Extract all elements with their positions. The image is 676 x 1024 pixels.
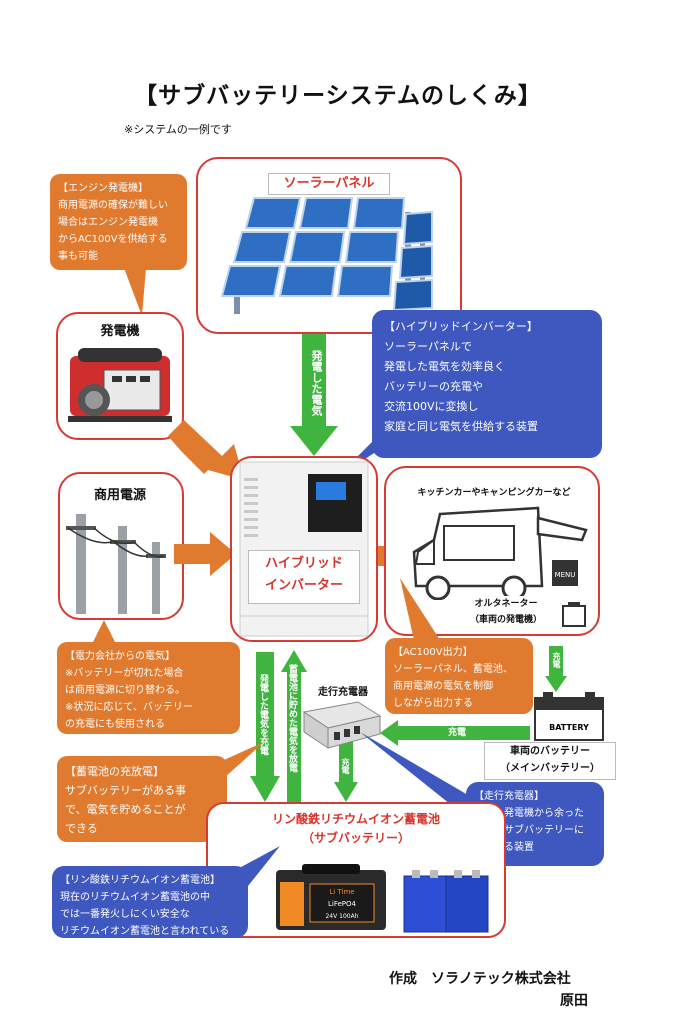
lfp-callout-line: 現在のリチウムイオン蓄電池の中 xyxy=(60,892,210,903)
charger-callout-line: 電気をサブバッテリーに xyxy=(474,825,584,836)
vehicle-label: キッチンカーやキャンピングカーなど xyxy=(417,488,571,498)
charger-callout-pointer xyxy=(360,732,480,820)
grid-to-inverter-arrow xyxy=(174,532,236,576)
storage-callout: 【蓄電池の充放電】 サブバッテリーがある事 で、電気を貯めることが できる xyxy=(57,756,227,842)
car-battery-arrow-label: 充電 xyxy=(448,728,467,738)
inverter-label: ハイブリッド インバーター xyxy=(248,550,360,604)
engine-callout-line: 場合はエンジン発電機 xyxy=(58,217,158,228)
ac-callout-pointer xyxy=(400,578,440,640)
hybrid-callout-line: 家庭と同じ電気を供給する装置 xyxy=(384,420,538,433)
note-text: ※システムの一例です xyxy=(124,123,232,136)
ac-callout-line: 商用電源の電気を制御 xyxy=(393,681,493,692)
alternator-label-line: （車両の発電機） xyxy=(469,615,542,625)
charger-to-battery-arrow xyxy=(334,740,358,802)
product-badge-text: LiFePO4 xyxy=(328,900,357,908)
inverter-to-battery-arrow xyxy=(250,652,280,802)
alternator-to-car-battery-arrow xyxy=(545,646,567,692)
grid-power-callout: 【電力会社からの電気】 ※バッテリーが切れた場合 は商用電源に切り替わる。 ※状… xyxy=(57,642,240,734)
menu-sign-text: MENU xyxy=(555,571,576,579)
lfp-cell-illustration xyxy=(403,870,489,933)
alternator-label-line: オルタネーター xyxy=(474,599,538,609)
ac-callout-heading: 【AC100V出力】 xyxy=(393,647,473,658)
lfp-callout: 【リン酸鉄リチウムイオン蓄電池】 現在のリチウムイオン蓄電池の中 では一番発火し… xyxy=(52,866,248,938)
lfp-label-line: リン酸鉄リチウムイオン蓄電池 xyxy=(271,812,440,826)
charger-arrow-label: 充電 xyxy=(341,758,350,774)
engine-callout-line: 事も可能 xyxy=(58,251,98,262)
grid-callout-line: ※バッテリーが切れた場合 xyxy=(65,668,184,679)
inverter-label-line: ハイブリッド xyxy=(265,556,343,571)
grid-label: 商用電源 xyxy=(93,488,146,503)
release-battery-arrow-label: 蓄電池に貯めた電気を放電 xyxy=(287,664,297,772)
grid-callout-heading: 【電力会社からの電気】 xyxy=(65,651,175,662)
car-battery-label: 車両のバッテリー （メインバッテリー） xyxy=(484,742,616,780)
engine-callout-pointer xyxy=(124,268,146,316)
storage-callout-heading: 【蓄電池の充放電】 xyxy=(65,765,164,778)
generator-to-inverter-arrow xyxy=(168,420,244,480)
storage-callout-pointer xyxy=(224,742,264,778)
page-title: 【サブバッテリーシステムのしくみ】 xyxy=(134,83,542,109)
grid-callout-line: の充電にも使用される xyxy=(65,719,165,730)
charger-callout-heading: 【走行充電器】 xyxy=(474,791,544,802)
engine-callout-heading: 【エンジン発電機】 xyxy=(58,183,148,194)
solar-panel-illustration xyxy=(220,197,433,314)
storage-callout-line: サブバッテリーがある事 xyxy=(65,784,186,797)
food-truck-illustration: MENU xyxy=(412,506,588,600)
solar-to-inverter-arrow xyxy=(290,334,338,456)
generator-label: 発電機 xyxy=(100,324,140,339)
solar-label: ソーラーパネル xyxy=(268,173,390,195)
car-battery-to-charger-arrow xyxy=(380,720,530,746)
storage-callout-line: できる xyxy=(65,822,98,835)
lfp-battery-product-illustration: Li Time LiFePO4 24V 100Ah xyxy=(276,864,386,930)
hybrid-inverter-callout: 【ハイブリッドインバーター】 ソーラーパネルで 発電した電気を効率良く バッテリ… xyxy=(372,310,602,458)
grid-callout-line: は商用電源に切り替わる。 xyxy=(65,685,185,696)
engine-block-icon xyxy=(562,602,586,627)
lfp-callout-pointer xyxy=(232,846,280,886)
car-battery-illustration: BATTERY xyxy=(534,692,604,741)
charger-callout-line: 車両の発電機から余った xyxy=(474,808,584,819)
car-battery-label-line: （メインバッテリー） xyxy=(500,763,600,774)
lfp-callout-heading: 【リン酸鉄リチウムイオン蓄電池】 xyxy=(60,875,220,886)
inverter-illustration xyxy=(239,461,369,637)
lfp-label-line: （サブバッテリー） xyxy=(301,831,410,845)
engine-generator-callout: 【エンジン発電機】 商用電源の確保が難しい 場合はエンジン発電機 からAC100… xyxy=(50,174,187,270)
hybrid-callout-line: 交流100Vに変換し xyxy=(384,400,479,413)
car-battery-label-line: 車両のバッテリー xyxy=(510,746,590,757)
charger-label: 走行充電器 xyxy=(318,687,368,698)
charge-battery-arrow-label: 発電した電気を充電 xyxy=(258,674,268,755)
grid-callout-line: ※状況に応じて、バッテリー xyxy=(65,702,193,713)
grid-callout-pointer xyxy=(92,620,116,644)
alternator-label: オルタネーター （車両の発電機） xyxy=(454,596,558,628)
hybrid-callout-line: バッテリーの充電や xyxy=(384,380,483,393)
inverter-label-line: インバーター xyxy=(264,578,343,593)
engine-callout-line: 商用電源の確保が難しい xyxy=(58,200,168,211)
battery-print-text: BATTERY xyxy=(549,723,589,732)
battery-to-inverter-arrow xyxy=(281,650,307,804)
product-brand-text: Li Time xyxy=(329,888,354,896)
solar-arrow-label: 発電した電気 xyxy=(310,350,323,416)
hybrid-callout-line: 発電した電気を効率良く xyxy=(384,360,505,373)
alternator-arrow-label: 充電 xyxy=(552,652,561,668)
ac-callout-line: ソーラーパネル、蓄電池、 xyxy=(393,664,513,675)
generator-illustration xyxy=(68,348,172,422)
engine-callout-line: からAC100Vを供給する xyxy=(58,234,168,245)
lfp-callout-line: リチウムイオン蓄電池と言われている xyxy=(60,926,230,937)
lfp-callout-line: では一番発火しにくい安全な xyxy=(60,909,190,920)
ac-callout-line: しながら出力する xyxy=(393,698,473,709)
product-spec-text: 24V 100Ah xyxy=(325,913,358,920)
hybrid-callout-heading: 【ハイブリッドインバーター】 xyxy=(384,320,538,333)
lfp-battery-label: リン酸鉄リチウムイオン蓄電池 （サブバッテリー） xyxy=(226,810,486,848)
author-name: 原田 xyxy=(560,993,588,1009)
ac-output-callout: 【AC100V出力】 ソーラーパネル、蓄電池、 商用電源の電気を制御 しながら出… xyxy=(385,638,533,714)
utility-pole-illustration xyxy=(66,514,166,614)
dc-charger-illustration xyxy=(302,701,382,749)
storage-callout-line: で、電気を貯めることが xyxy=(65,803,186,816)
hybrid-callout-line: ソーラーパネルで xyxy=(384,340,472,353)
author-company: 作成 ソラノテック株式会社 xyxy=(389,971,571,987)
